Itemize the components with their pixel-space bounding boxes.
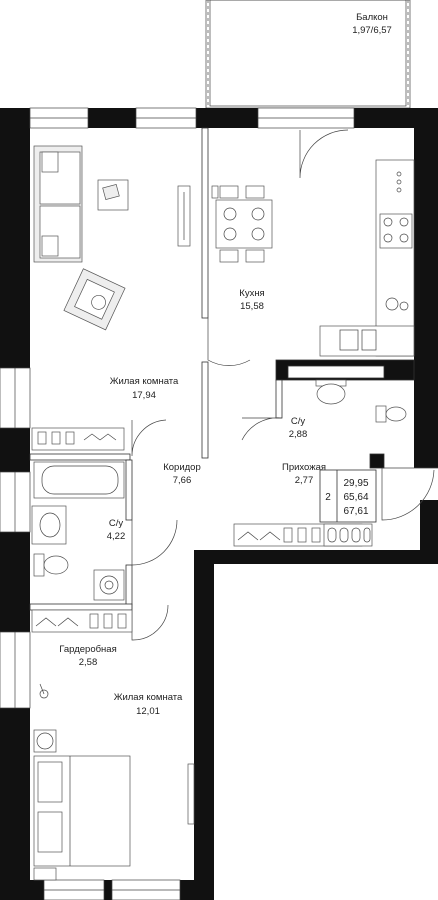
rooms-count: 2 [325,492,331,503]
bathtub-icon [33,461,125,499]
bed-icon [33,755,131,867]
kitchen-area: 15,58 [240,301,264,312]
living1-area: 17,94 [132,390,156,401]
washbasin-icon [315,379,347,405]
bathroom-toilet-icon [33,553,69,577]
bedroom-tv-icon [187,763,195,825]
hall-name: Прихожая [282,462,326,473]
total-area: 65,64 [343,492,368,503]
windows [0,107,355,900]
wardrobe-name: Гардеробная [59,644,116,655]
outer-walls [0,108,438,900]
bathroom-rail-icon [31,609,133,633]
wc-small-area: 2,88 [289,429,308,440]
bathroom-sink-icon [31,505,67,545]
kitchen-sink-icon [339,329,377,351]
desk-lamp-icon [39,683,49,699]
total-area-with-balcony: 67,61 [343,506,368,517]
armchair-icon [63,268,126,331]
wc-small-name: С/у [291,416,306,427]
shoe-rack-icon [323,523,373,547]
stove-icon [379,213,413,249]
bathroom-area: 4,22 [107,531,126,542]
corridor-name: Коридор [163,462,201,473]
hall-area: 2,77 [295,475,314,486]
kitchen-counter-icon [319,159,415,357]
tv-icon [177,185,191,247]
living-area: 29,95 [343,478,368,489]
toilet-icon [375,405,407,423]
coffee-table-icon [97,179,129,211]
dining-table-icon [211,185,273,263]
wardrobe-rail-icon [31,427,125,451]
living2-area: 12,01 [136,706,160,717]
corridor-area: 7,66 [173,475,192,486]
balcony-area: 1,97/6,57 [352,25,392,36]
room-labels: Балкон 1,97/6,57 Кухня 15,58 Жилая комна… [59,12,392,717]
living1-name: Жилая комната [110,376,179,387]
bathroom-name: С/у [109,518,124,529]
washer-icon [385,297,409,311]
inner-walls [29,127,415,611]
wardrobe-area: 2,58 [79,657,98,668]
kitchen-name: Кухня [239,288,264,299]
area-summary: 2 29,95 65,64 67,61 [319,469,377,523]
living2-name: Жилая комната [114,692,183,703]
doors [131,129,438,641]
balcony-name: Балкон [356,12,388,23]
nightstand-icon [33,729,57,881]
washing-machine-icon [93,569,125,601]
sofa-icon [33,145,83,263]
